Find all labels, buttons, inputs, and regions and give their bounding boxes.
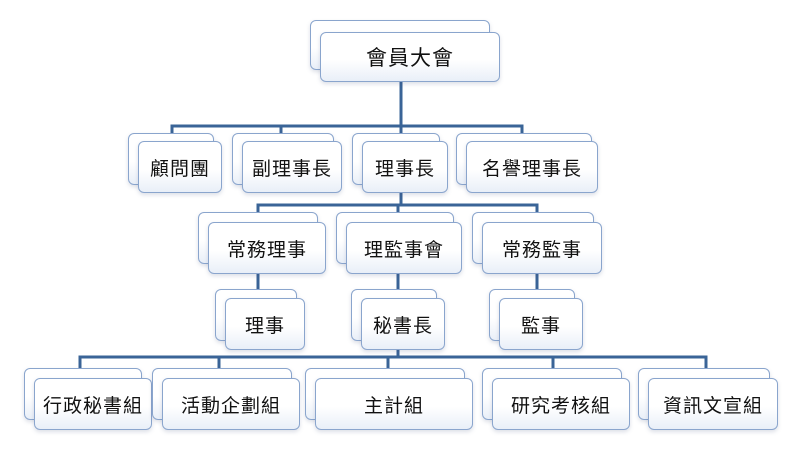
node-secretary-general: 秘書長 xyxy=(361,298,445,350)
node-label: 主計組 xyxy=(363,394,424,417)
node-research-evaluation-group: 研究考核組 xyxy=(492,378,630,430)
node-label: 理事長 xyxy=(374,157,435,180)
node-label: 理事 xyxy=(244,314,285,337)
node-label: 常務理事 xyxy=(226,238,307,261)
node-activities-planning-group: 活動企劃組 xyxy=(162,378,300,430)
node-label: 副理事長 xyxy=(251,157,332,180)
node-label: 資訊文宣組 xyxy=(662,394,763,417)
node-label: 顧問團 xyxy=(149,157,210,180)
node-label: 理監事會 xyxy=(363,238,444,261)
node-label: 會員大會 xyxy=(366,46,454,70)
node-label: 研究考核組 xyxy=(510,394,611,417)
node-label: 監事 xyxy=(520,314,561,337)
node-label: 秘書長 xyxy=(372,314,433,337)
node-label: 行政秘書組 xyxy=(42,394,143,417)
node-admin-secretary-group: 行政秘書組 xyxy=(34,378,152,430)
node-accounting-group: 主計組 xyxy=(315,378,473,430)
node-info-publicity-group: 資訊文宣組 xyxy=(648,378,778,430)
node-label: 活動企劃組 xyxy=(180,394,281,417)
node-honorary-chairman: 名譽理事長 xyxy=(466,141,598,193)
node-board-meeting: 理監事會 xyxy=(346,222,462,274)
node-label: 常務監事 xyxy=(501,238,582,261)
node-standing-supervisor: 常務監事 xyxy=(482,222,602,274)
node-supervisor: 監事 xyxy=(499,298,583,350)
node-standing-director: 常務理事 xyxy=(208,222,326,274)
node-director: 理事 xyxy=(225,298,305,350)
node-assembly: 會員大會 xyxy=(320,32,500,82)
node-chairman: 理事長 xyxy=(362,141,448,193)
node-vice-chairman: 副理事長 xyxy=(242,141,342,193)
node-advisors: 顧問團 xyxy=(138,141,222,193)
node-label: 名譽理事長 xyxy=(481,157,582,180)
